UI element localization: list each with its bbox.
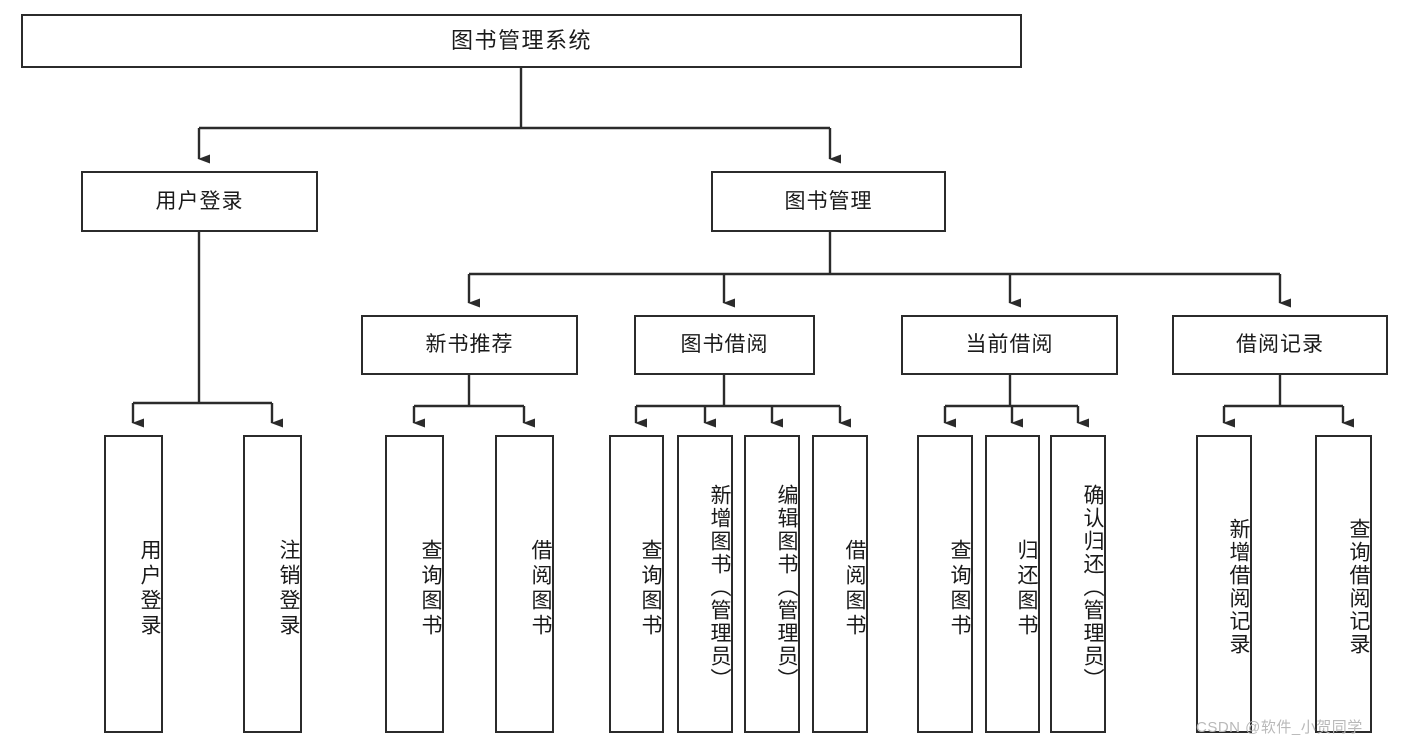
leaf-query-book-recommend[interactable]: 查询图书 [385, 435, 444, 733]
node-book-borrow[interactable]: 图书借阅 [634, 315, 815, 375]
leaf-return-book[interactable]: 归还图书 [985, 435, 1040, 733]
watermark-credit: CSDN @软件_小贺同学 [1196, 719, 1363, 736]
node-current-borrow[interactable]: 当前借阅 [901, 315, 1118, 375]
leaf-logout[interactable]: 注销登录 [243, 435, 302, 733]
leaf-borrow-book-recommend[interactable]: 借阅图书 [495, 435, 554, 733]
node-book-management[interactable]: 图书管理 [711, 171, 946, 232]
leaf-borrow-book[interactable]: 借阅图书 [812, 435, 868, 733]
node-user-login[interactable]: 用户登录 [81, 171, 318, 232]
leaf-query-book-current[interactable]: 查询图书 [917, 435, 973, 733]
node-borrow-record[interactable]: 借阅记录 [1172, 315, 1388, 375]
leaf-query-borrow-record[interactable]: 查询借阅记录 [1315, 435, 1372, 733]
node-new-book-recommend[interactable]: 新书推荐 [361, 315, 578, 375]
leaf-add-borrow-record[interactable]: 新增借阅记录 [1196, 435, 1252, 733]
leaf-add-book-admin[interactable]: 新增图书（管理员） [677, 435, 733, 733]
leaf-user-login[interactable]: 用户登录 [104, 435, 163, 733]
leaf-edit-book-admin[interactable]: 编辑图书（管理员） [744, 435, 800, 733]
leaf-confirm-return-admin[interactable]: 确认归还（管理员） [1050, 435, 1106, 733]
leaf-query-book-borrow[interactable]: 查询图书 [609, 435, 664, 733]
node-root-system[interactable]: 图书管理系统 [21, 14, 1022, 68]
